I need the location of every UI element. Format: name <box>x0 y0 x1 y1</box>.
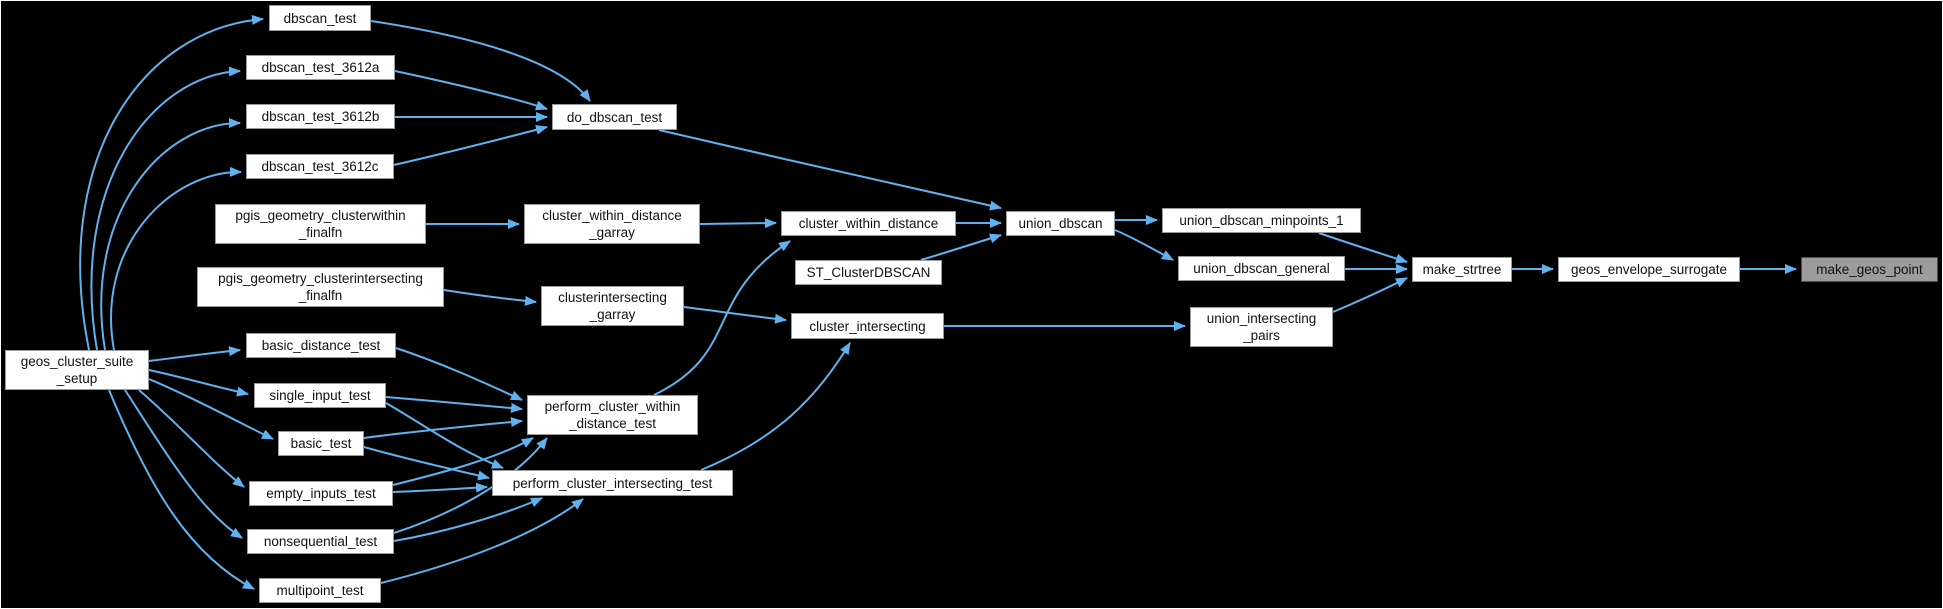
node-make-strtree[interactable]: make_strtree <box>1412 257 1512 282</box>
node-label: empty_inputs_test <box>266 486 376 501</box>
edge-empty-inputs-test-to-perform-intersecting <box>392 482 488 493</box>
node-union-intersecting-pairs[interactable]: union_intersecting _pairs <box>1190 307 1333 347</box>
edge-setup-to-nonsequential-test <box>124 389 243 539</box>
node-perform-cluster-intersecting-test[interactable]: perform_cluster_intersecting_test <box>492 470 733 496</box>
edge-perform-within-to-cluster-within-distance <box>653 240 791 396</box>
edge-dbscan-test-3612c-to-do-dbscan-test <box>393 124 548 166</box>
node-union-dbscan[interactable]: union_dbscan <box>1006 211 1115 236</box>
node-dbscan-test[interactable]: dbscan_test <box>269 5 371 31</box>
node-label: _garray <box>589 225 635 240</box>
edge-garray-to-cluster-within-distance <box>699 218 777 229</box>
node-basic-test[interactable]: basic_test <box>278 431 364 456</box>
node-label: _setup <box>56 371 98 386</box>
node-label: ST_ClusterDBSCAN <box>806 265 931 280</box>
edge-st-clusterdbscan-to-union-dbscan <box>920 233 1002 261</box>
node-label: union_dbscan <box>1018 216 1103 231</box>
edge-nonsequential-test-to-perform-within <box>393 437 548 534</box>
node-label: _pairs <box>1243 328 1280 343</box>
node-label: multipoint_test <box>276 583 364 598</box>
edge-dbscan-test-3612a-to-do-dbscan-test <box>394 70 548 111</box>
edge-intersecting-pairs-to-make-strtree <box>1332 277 1408 313</box>
edge-single-input-test-to-perform-within <box>385 396 523 413</box>
edge-dbscan-test-to-do-dbscan-test <box>370 20 591 102</box>
node-label: do_dbscan_test <box>566 109 663 125</box>
edge-union-dbscan-to-general <box>1114 229 1174 261</box>
node-multipoint-test[interactable]: multipoint_test <box>259 578 381 603</box>
node-pgis-geometry-clusterintersecting-finalfn[interactable]: pgis_geometry_clusterintersecting _final… <box>197 267 444 307</box>
node-dbscan-test-3612c[interactable]: dbscan_test_3612c <box>246 154 394 179</box>
node-label: union_dbscan_minpoints_1 <box>1179 213 1344 228</box>
edge-setup-to-dbscan-test <box>79 14 264 351</box>
edge-setup-to-multipoint-test <box>108 389 255 590</box>
node-label: dbscan_test <box>283 10 357 26</box>
edge-basic-distance-test-to-perform-within <box>395 347 523 401</box>
node-geos-envelope-surrogate[interactable]: geos_envelope_surrogate <box>1558 257 1740 282</box>
node-basic-distance-test[interactable]: basic_distance_test <box>246 333 396 358</box>
node-label: dbscan_test_3612c <box>261 159 379 174</box>
node-single-input-test[interactable]: single_input_test <box>254 383 386 408</box>
node-geos-cluster-suite-setup[interactable]: geos_cluster_suite _setup <box>5 350 149 390</box>
node-empty-inputs-test[interactable]: empty_inputs_test <box>249 481 393 506</box>
node-do-dbscan-test[interactable]: do_dbscan_test <box>552 104 677 130</box>
edge-nonsequential-test-to-perform-intersecting <box>393 497 543 542</box>
edge-ci-garray-to-cluster-intersecting <box>683 306 787 324</box>
node-label: make_geos_point <box>1816 262 1923 277</box>
edge-setup-to-empty-inputs-test <box>138 389 245 488</box>
node-label: clusterintersecting <box>558 290 667 305</box>
edge-empty-inputs-test-to-perform-within <box>392 437 534 486</box>
node-label: _finalfn <box>298 225 343 240</box>
node-label: nonsequential_test <box>263 534 378 549</box>
node-label: basic_test <box>290 436 352 451</box>
node-nonsequential-test[interactable]: nonsequential_test <box>247 529 394 554</box>
node-make-geos-point[interactable]: make_geos_point <box>1801 257 1938 282</box>
node-label: geos_envelope_surrogate <box>1570 262 1728 277</box>
node-label: _garray <box>589 307 636 322</box>
node-union-dbscan-minpoints-1[interactable]: union_dbscan_minpoints_1 <box>1162 208 1361 233</box>
node-label: cluster_within_distance <box>798 216 939 231</box>
edge-setup-to-dbscan-test-3612c <box>110 166 242 351</box>
node-label: single_input_test <box>269 388 371 403</box>
edge-setup-to-basic-distance-test <box>148 346 241 362</box>
edge-minpoints-1-to-make-strtree <box>1318 232 1408 264</box>
node-union-dbscan-general[interactable]: union_dbscan_general <box>1178 256 1345 281</box>
node-label: _finalfn <box>298 288 343 303</box>
node-label: dbscan_test_3612b <box>261 109 380 124</box>
node-label: perform_cluster_intersecting_test <box>512 475 713 491</box>
edge-do-dbscan-test-to-union-dbscan <box>658 129 1002 211</box>
node-label: _distance_test <box>568 416 657 431</box>
node-label: dbscan_test_3612a <box>261 60 380 75</box>
edge-setup-to-dbscan-test-3612b <box>100 118 241 351</box>
node-label: union_dbscan_general <box>1193 261 1330 276</box>
node-label: pgis_geometry_clusterwithin <box>235 208 406 223</box>
node-cluster-within-distance[interactable]: cluster_within_distance <box>781 211 956 236</box>
node-st-clusterdbscan[interactable]: ST_ClusterDBSCAN <box>795 260 942 285</box>
node-dbscan-test-3612a[interactable]: dbscan_test_3612a <box>246 55 395 80</box>
node-label: cluster_intersecting <box>809 318 926 334</box>
node-cluster-within-distance-garray[interactable]: cluster_within_distance _garray <box>524 204 700 244</box>
edge-pgis-clusterintersecting-to-ci-garray <box>443 289 537 306</box>
edge-perform-intersecting-to-cluster-intersecting <box>700 342 851 471</box>
node-label: cluster_within_distance <box>542 208 682 223</box>
edge-single-input-test-to-perform-intersecting <box>385 402 504 469</box>
node-label: geos_cluster_suite <box>20 354 134 369</box>
node-label: basic_distance_test <box>261 338 381 353</box>
edge-basic-test-to-perform-within <box>363 417 523 439</box>
edge-setup-to-basic-test <box>148 378 274 440</box>
node-label: pgis_geometry_clusterintersecting <box>218 271 423 286</box>
edge-multipoint-test-to-perform-intersecting <box>380 498 584 584</box>
node-label: perform_cluster_within <box>544 399 681 414</box>
edge-setup-to-single-input-test <box>148 369 249 397</box>
node-label: make_strtree <box>1422 262 1502 277</box>
node-perform-cluster-within-distance-test[interactable]: perform_cluster_within _distance_test <box>527 395 698 435</box>
node-pgis-geometry-clusterwithin-finalfn[interactable]: pgis_geometry_clusterwithin _finalfn <box>215 204 426 244</box>
node-label: union_intersecting <box>1206 311 1317 326</box>
edge-basic-test-to-perform-intersecting <box>363 446 490 481</box>
node-cluster-intersecting[interactable]: cluster_intersecting <box>791 313 944 339</box>
node-dbscan-test-3612b[interactable]: dbscan_test_3612b <box>246 104 395 129</box>
edge-setup-to-dbscan-test-3612a <box>90 66 241 351</box>
node-clusterintersecting-garray[interactable]: clusterintersecting _garray <box>541 286 684 326</box>
